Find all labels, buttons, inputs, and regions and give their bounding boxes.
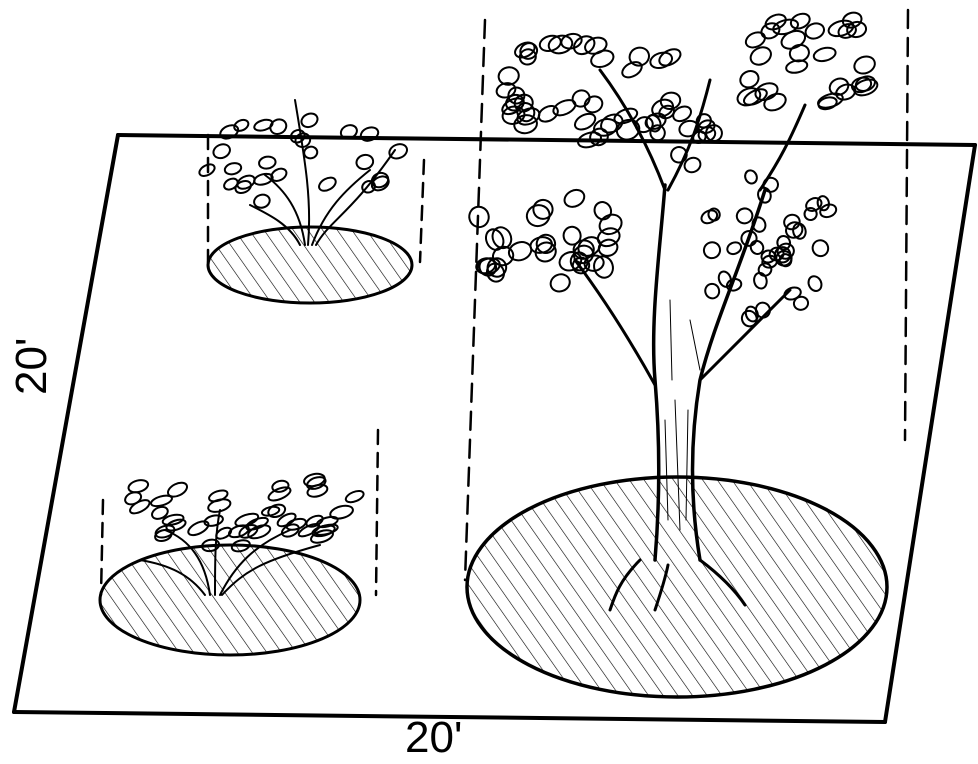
leaf — [267, 485, 293, 504]
leaf — [743, 169, 759, 186]
leaf — [150, 505, 169, 522]
leaf — [738, 68, 762, 90]
leaf — [627, 45, 651, 68]
leaf — [582, 94, 605, 116]
leaf — [803, 207, 818, 221]
leaf — [359, 125, 380, 143]
leaf — [299, 111, 319, 129]
leaf — [725, 240, 742, 256]
leaf — [261, 505, 280, 517]
leaf — [810, 238, 831, 259]
leaf — [208, 488, 229, 503]
leaf — [355, 153, 375, 171]
leaf — [707, 207, 721, 222]
leaf — [303, 145, 318, 159]
leaf — [224, 161, 243, 175]
leaf — [531, 198, 554, 221]
leaf — [648, 50, 673, 70]
leaf — [598, 111, 626, 136]
leaf — [591, 254, 615, 280]
leaf — [548, 272, 572, 295]
leaf — [562, 187, 588, 210]
leaf — [344, 489, 365, 505]
leaf — [789, 11, 812, 31]
leaf — [806, 274, 824, 293]
mulch-circle — [467, 477, 887, 697]
foliage — [123, 472, 365, 553]
foliage — [197, 111, 409, 209]
leaf — [587, 126, 610, 148]
leaf — [316, 515, 339, 529]
leaf — [211, 142, 232, 161]
shrub-low-bottom — [100, 430, 378, 655]
leaf — [852, 54, 877, 77]
leaf — [757, 261, 774, 278]
leaf — [562, 225, 582, 246]
leaf — [203, 514, 224, 528]
leaf — [763, 12, 788, 33]
shrub-small-top — [197, 100, 424, 303]
foliage — [467, 10, 879, 328]
mulch-circle — [208, 227, 412, 303]
leaf — [258, 155, 276, 170]
leaf — [701, 239, 723, 260]
leaf — [329, 503, 354, 520]
width-dimension-label: 20' — [405, 716, 462, 760]
leaf — [785, 59, 808, 75]
leaf — [186, 518, 210, 537]
leaf — [317, 175, 338, 194]
leaf — [222, 176, 239, 191]
mulch-circle — [100, 545, 360, 655]
tree — [465, 10, 908, 697]
leaf — [218, 123, 240, 142]
leaf — [735, 206, 754, 225]
depth-dimension-label: 20' — [10, 338, 54, 395]
leaf — [812, 46, 837, 64]
leaf — [657, 46, 684, 69]
leaf — [524, 202, 552, 228]
leaf — [703, 282, 721, 300]
